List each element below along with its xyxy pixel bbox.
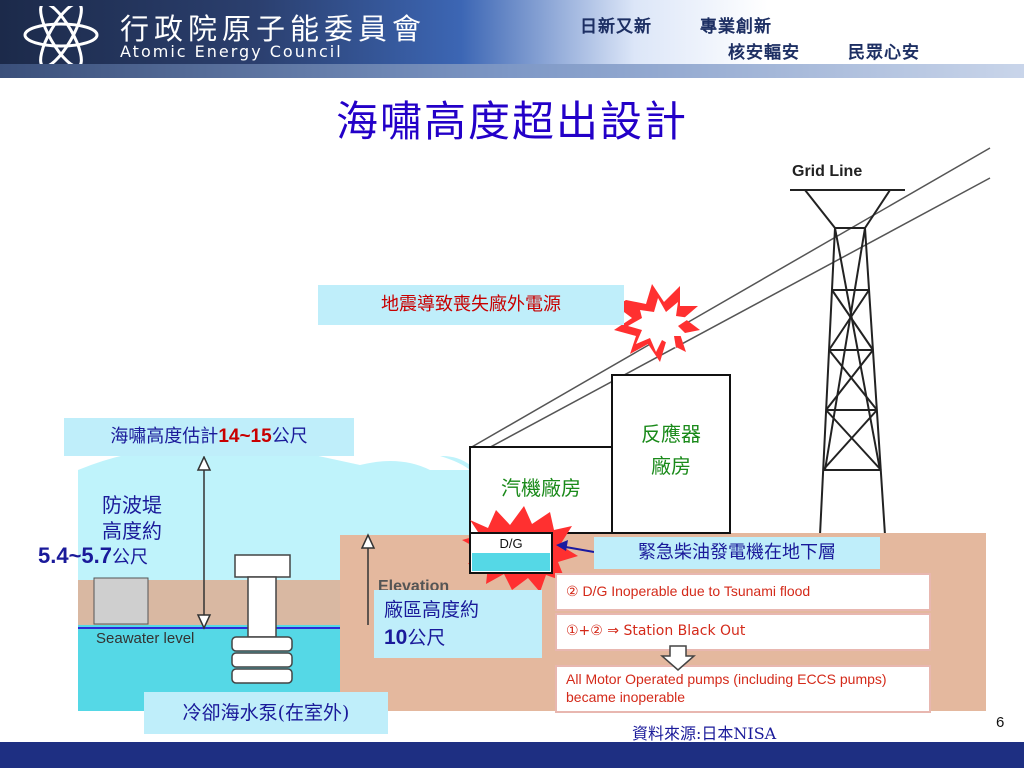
slide-title: 海嘯高度超出設計 [335,97,688,146]
note-dg-inoperable: ② D/G Inoperable due to Tsunami flood [566,583,811,599]
breakwater-height-value: 5.4~5.7公尺 [38,543,149,568]
transmission-tower [790,189,905,536]
seawater-pump [231,554,293,684]
grid-line-upper [469,147,991,449]
note-pumps-inoperable: All Motor Operated pumps (including ECCS… [566,671,887,705]
seawater-level-label: Seawater level [96,630,195,647]
header-strip [0,64,1024,78]
slogan-2a: 核安輻安 [728,43,800,63]
source-citation: 資料來源:日本NISA [632,724,777,743]
breakwater-label: 防波堤 高度約 [102,493,162,543]
slogan-1a: 日新又新 [580,17,652,37]
site-height-label: 廠區高度約 10公尺 [374,590,542,658]
slogan-1b: 專業創新 [700,17,772,37]
grid-line-label: Grid Line [792,163,863,180]
earthquake-label: 地震導致喪失廠外電源 [318,285,624,325]
reactor-building-label: 反應器 廠房 [641,422,701,478]
down-arrow-icon [660,645,696,671]
pump-label: 冷卻海水泵(在室外) [144,692,388,734]
earthquake-burst-inner [628,298,690,352]
dg-note-label: 緊急柴油發電機在地下層 [594,537,880,569]
atom-logo-icon [23,6,99,64]
org-name-en: Atomic Energy Council [120,42,343,61]
breakwater-block [93,577,149,625]
turbine-building-label: 汽機廠房 [501,476,581,500]
grid-line-lower [469,177,991,459]
org-name-cn: 行政院原子能委員會 [120,12,427,46]
footer-bar [0,742,1024,768]
tsunami-height-label: 海嘯高度估計14~15公尺 [64,418,354,456]
dg-label: D/G [499,536,523,551]
slogan-2b: 民眾心安 [848,43,920,63]
height-arrows [196,455,376,630]
note-station-blackout: ①+② ⇒ Station Black Out [566,623,746,639]
reactor-building [611,374,731,534]
page-number: 6 [996,714,1005,731]
